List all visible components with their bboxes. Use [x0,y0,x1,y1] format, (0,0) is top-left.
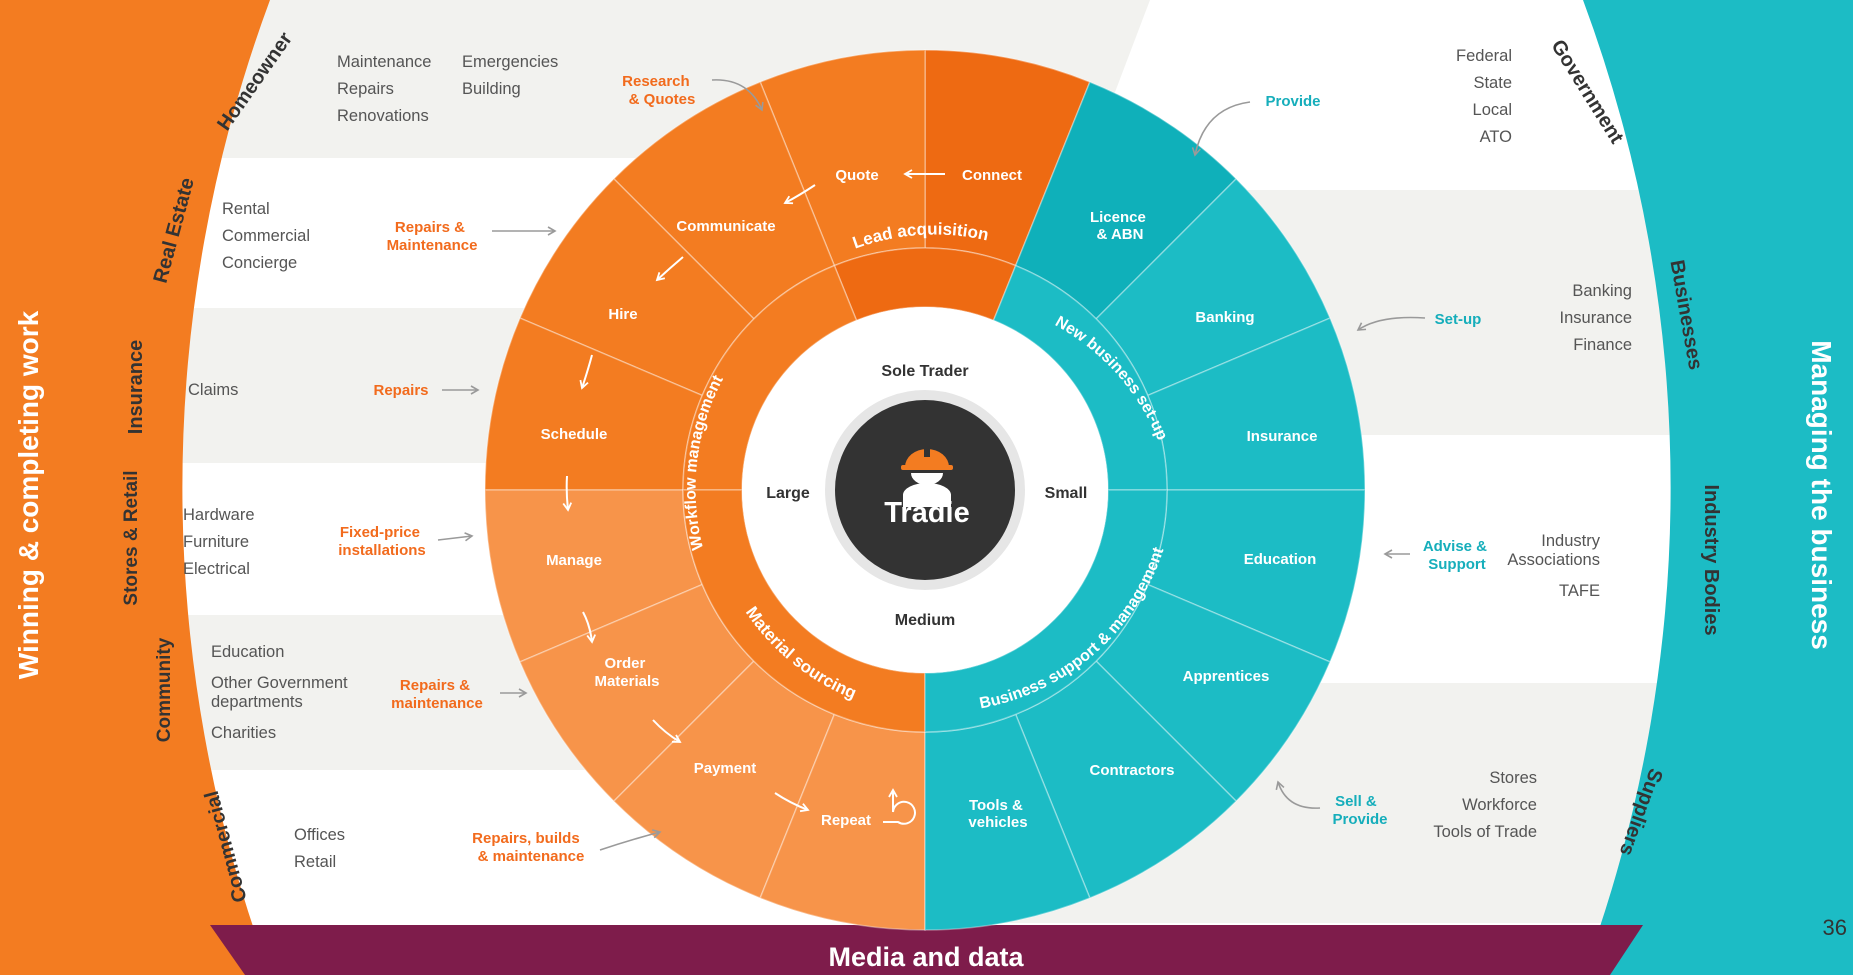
step-order-materials: Order Materials [594,655,659,690]
worker-hardhat-icon [901,447,953,507]
service-banking: Banking [1195,309,1254,326]
suppliers-item: Stores [1489,769,1537,787]
stores-item: Hardware [183,506,255,524]
government-item: Local [1473,101,1512,119]
workflow-arrows [562,169,945,813]
service-insurance: Insurance [1247,428,1318,445]
suppliers-item: Tools of Trade [1433,823,1537,841]
commercial-action: Repairs, builds & maintenance [472,830,584,865]
stores-action: Fixed-price installations [338,524,426,559]
right-side-band [1583,0,1853,975]
bottom-label: Media and data [828,942,1024,972]
real-estate-item: Commercial [222,227,310,245]
bottom-band [210,925,1643,975]
real-estate-action: Repairs & Maintenance [387,219,478,254]
homeowner-item: Repairs [337,80,394,98]
step-manage: Manage [546,552,602,569]
commercial-item: Offices [294,826,345,844]
step-payment: Payment [694,760,757,777]
right-side-label: Managing the business [1806,340,1837,650]
step-repeat: Repeat [821,812,871,829]
step-schedule: Schedule [541,426,608,443]
community-item: Education [211,643,284,661]
repeat-cycle-icon [883,788,916,825]
service-contractors: Contractors [1089,762,1174,779]
suppliers-item: Workforce [1462,796,1537,814]
stores-item: Electrical [183,560,250,578]
size-small: Small [1045,485,1088,502]
businesses-arrow [1356,316,1426,331]
segment-community: Community [154,637,175,742]
hub-title: Tradie [884,497,969,529]
homeowner-arrow [711,79,764,112]
businesses-item: Finance [1573,336,1632,354]
insurance-item: Claims [188,381,238,399]
size-large: Large [766,485,810,502]
service-education: Education [1244,551,1317,568]
community-item: departments [211,693,303,711]
service-tools-vehicles: Tools & vehicles [968,797,1027,831]
insurance-action: Repairs [373,382,428,399]
businesses-item: Banking [1572,282,1632,300]
government-item: Federal [1456,47,1512,65]
stores-item: Furniture [183,533,249,551]
suppliers-action: Sell & Provide [1332,793,1387,828]
step-communicate: Communicate [676,218,775,235]
community-item: Charities [211,724,276,742]
government-item: State [1473,74,1512,92]
real-estate-item: Rental [222,200,270,218]
homeowner-action: Research & Quotes [622,73,695,108]
wheel [484,49,1366,931]
stores-arrow [437,532,474,542]
segment-stores-retail: Stores & Retail [121,470,142,605]
step-hire: Hire [608,306,637,323]
service-licence-abn: Licence & ABN [1090,209,1150,243]
homeowner-item: Building [462,80,521,98]
commercial-arrow [599,829,662,851]
step-connect: Connect [962,167,1022,184]
left-side-label: Winning & completing work [13,310,44,679]
segment-insurance: Insurance [125,340,147,434]
homeowner-item: Maintenance [337,53,431,71]
government-action: Provide [1265,93,1320,110]
suppliers-arrow [1275,780,1321,809]
size-medium: Medium [895,612,955,629]
industry-action: Advise & Support [1423,538,1491,573]
businesses-action: Set-up [1435,311,1482,328]
commercial-item: Retail [294,853,336,871]
segment-industry-bodies: Industry Bodies [1700,484,1722,635]
homeowner-item: Renovations [337,107,429,125]
industry-item: Associations [1507,551,1600,569]
step-quote: Quote [835,167,878,184]
size-sole-trader: Sole Trader [881,363,968,380]
industry-item: Industry [1541,532,1600,550]
businesses-item: Insurance [1560,309,1632,327]
service-apprentices: Apprentices [1183,668,1270,685]
government-arrow [1191,101,1251,157]
real-estate-item: Concierge [222,254,297,272]
community-item: Other Government [211,674,348,692]
government-item: ATO [1480,128,1513,146]
community-action: Repairs & maintenance [391,677,483,712]
homeowner-item: Emergencies [462,53,558,71]
left-side-band [0,0,270,975]
industry-item: TAFE [1559,582,1600,600]
page-number: 36 [1822,915,1847,940]
